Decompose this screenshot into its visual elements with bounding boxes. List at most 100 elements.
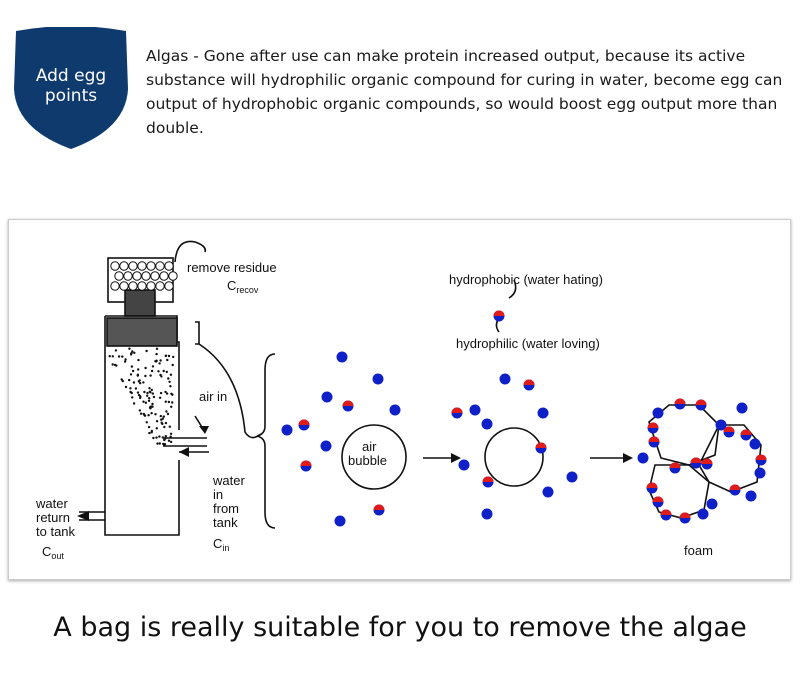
hydrophilic-molecule [697, 508, 709, 520]
cup-bubble [128, 281, 138, 291]
badge-label: Add egg points [35, 66, 107, 106]
surfactant-molecule [648, 436, 660, 448]
hydrophilic-molecule [652, 407, 664, 419]
hydrophilic-molecule [566, 471, 578, 483]
cup-bubble [137, 261, 147, 271]
cup-bubble [141, 271, 151, 281]
c-out-label: Cout [42, 544, 64, 561]
air-speckle [137, 368, 140, 371]
air-speckle [159, 391, 163, 395]
air-speckle [167, 400, 171, 404]
remove-residue-label: remove residue [187, 260, 277, 275]
air-speckle [165, 370, 168, 374]
air-speckle [131, 369, 135, 373]
rising-air-bubbles [108, 261, 178, 447]
hydrophilic-molecule [320, 440, 332, 452]
surfactant-molecule [451, 407, 463, 419]
hydrophilic-molecule [736, 402, 748, 414]
surfactant-molecule [482, 476, 494, 488]
cup-bubble [159, 271, 169, 281]
water-in-label-4: tank [213, 515, 238, 530]
hydrophilic-molecule [481, 418, 493, 430]
cup-bubble [164, 261, 174, 271]
cup-bubble [132, 271, 142, 281]
air-speckle [144, 374, 147, 378]
air-speckle [132, 402, 136, 405]
surfactant-molecule [523, 379, 535, 391]
water-return-label-2: return [36, 510, 70, 525]
water-return-label-1: water [35, 496, 68, 511]
cup-bubble [146, 261, 156, 271]
air-speckle [148, 387, 151, 390]
air-speckle [158, 396, 162, 399]
c-in-label: Cin [213, 536, 229, 553]
cup-bubble [119, 281, 129, 291]
foam-label: foam [684, 543, 713, 558]
hydrophilic-molecule [321, 391, 333, 403]
air-speckle [131, 396, 134, 399]
air-speckle [111, 355, 115, 358]
hydrophilic-label: hydrophilic (water loving) [456, 336, 600, 351]
air-speckle [154, 360, 157, 363]
air-speckle [166, 358, 169, 362]
air-speckle [151, 365, 155, 368]
air-speckle [128, 347, 131, 350]
surfactant-molecule [729, 484, 741, 496]
air-speckle [164, 400, 167, 403]
air-speckle [145, 421, 148, 424]
surfactant-molecule [660, 509, 672, 521]
air-speckle [131, 350, 134, 353]
air-speckle [155, 436, 158, 439]
air-speckle [150, 412, 153, 415]
air-speckle [147, 425, 151, 429]
hydrophilic-molecule [469, 404, 481, 416]
cup-bubble [114, 271, 124, 281]
hydrophilic-molecule [334, 515, 346, 527]
cup-bubble [123, 271, 133, 281]
air-speckle [158, 442, 161, 445]
surfactant-molecule [669, 462, 681, 474]
air-speckle [168, 380, 171, 383]
air-speckle [165, 410, 168, 413]
air-speckle [172, 355, 175, 359]
air-speckle [158, 362, 161, 365]
air-speckle [169, 435, 172, 438]
air-speckle [113, 363, 117, 367]
air-speckle [129, 390, 132, 394]
air-speckle [139, 395, 142, 398]
surfactant-molecule [342, 400, 354, 412]
cup-bubble [137, 281, 147, 291]
air-speckle [155, 420, 159, 423]
hydrophilic-molecule [389, 404, 401, 416]
cup-bubble [155, 281, 165, 291]
cup-bubble [110, 281, 120, 291]
cup-bubble [164, 281, 174, 291]
air-speckle [133, 351, 136, 354]
hydrophilic-molecule [745, 490, 757, 502]
surfactant-molecule [373, 504, 385, 516]
air-speckle [157, 370, 160, 373]
air-speckle [136, 374, 139, 377]
air-speckle [163, 443, 167, 446]
hydrophilic-molecule [499, 373, 511, 385]
air-speckle [171, 401, 174, 404]
surfactant-molecule [674, 398, 686, 410]
air-speckle [170, 405, 173, 408]
air-speckle [166, 412, 170, 416]
air-speckle [145, 349, 148, 353]
air-speckle [148, 390, 151, 393]
air-speckle [162, 369, 165, 373]
hydrophilic-molecule [336, 351, 348, 363]
air-speckle [138, 409, 141, 412]
bottom-caption: A bag is really suitable for you to remo… [53, 612, 747, 643]
water-in-label-2: in [213, 487, 223, 502]
air-speckle [143, 414, 147, 417]
air-speckle [164, 435, 167, 438]
hydrophilic-molecule [372, 373, 384, 385]
air-speckle [151, 405, 154, 408]
air-speckle [169, 385, 172, 388]
air-speckle [155, 427, 158, 430]
skimmer-apparatus [77, 240, 762, 536]
surfactant-molecule [652, 496, 664, 508]
air-speckle [163, 425, 166, 429]
